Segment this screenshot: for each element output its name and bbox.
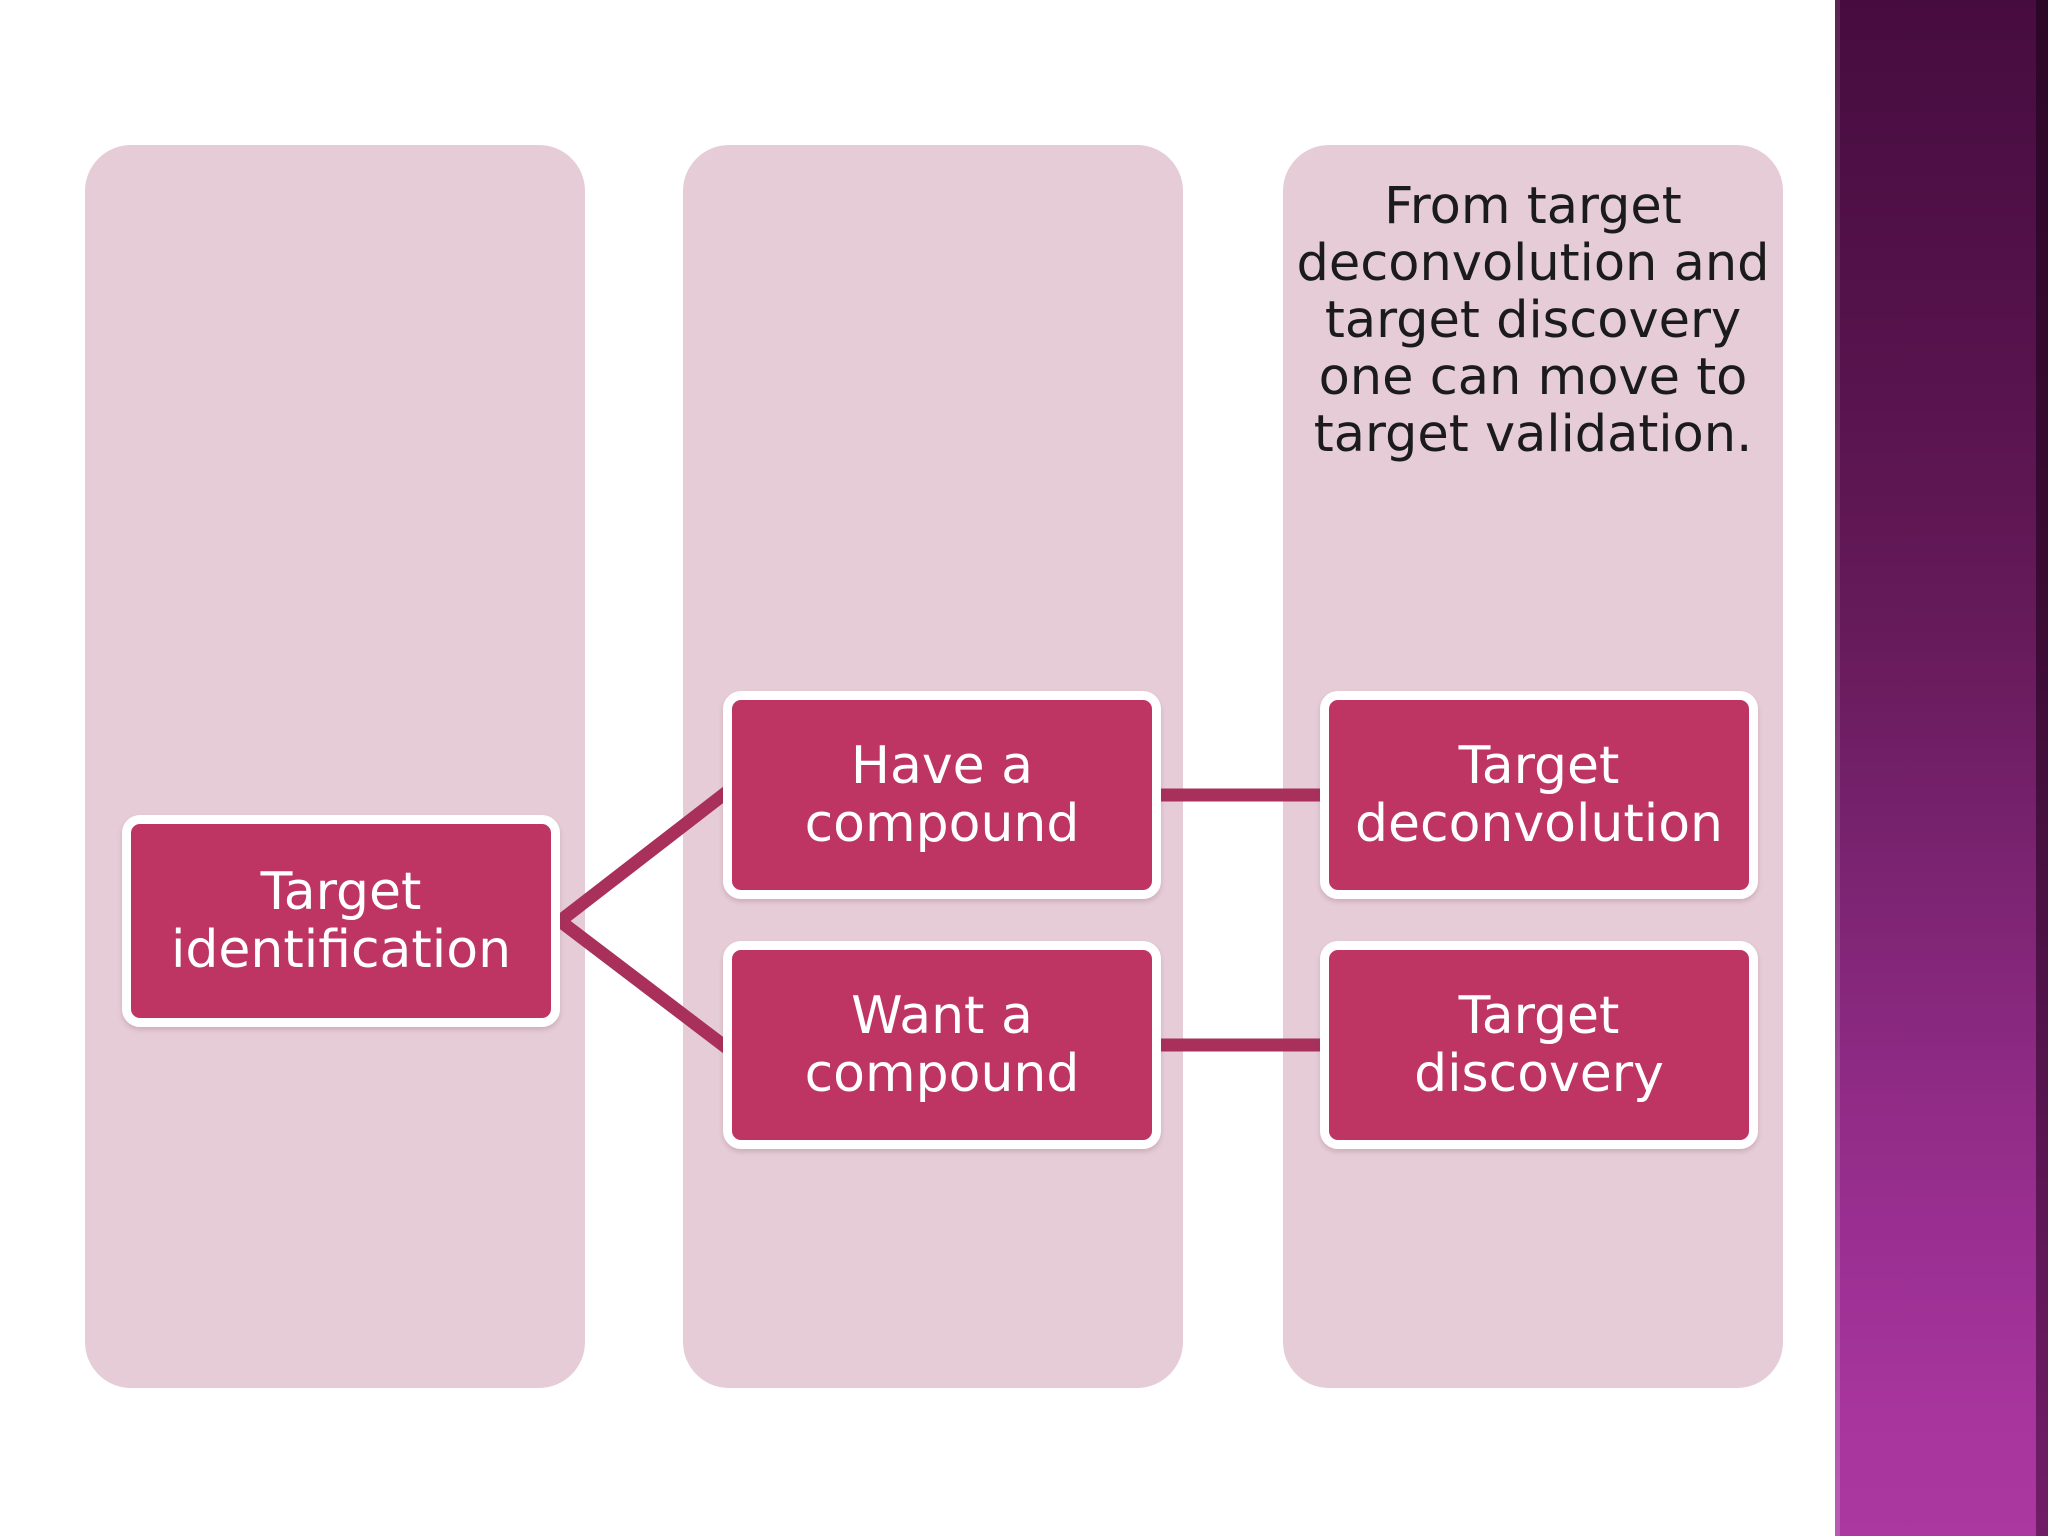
decorative-sidebar-highlight <box>1835 0 1840 1536</box>
node-target-deconvolution[interactable]: Target deconvolution <box>1320 691 1758 899</box>
node-have-a-compound[interactable]: Have a compound <box>723 691 1161 899</box>
decorative-sidebar <box>1835 0 2048 1536</box>
column-panel-1 <box>85 145 585 1388</box>
node-target-identification[interactable]: Target identification <box>122 815 560 1027</box>
decorative-sidebar-edge <box>2036 0 2048 1536</box>
node-want-a-compound[interactable]: Want a compound <box>723 941 1161 1149</box>
column-3-caption: From target deconvolution and target dis… <box>1296 177 1770 465</box>
node-target-discovery[interactable]: Target discovery <box>1320 941 1758 1149</box>
